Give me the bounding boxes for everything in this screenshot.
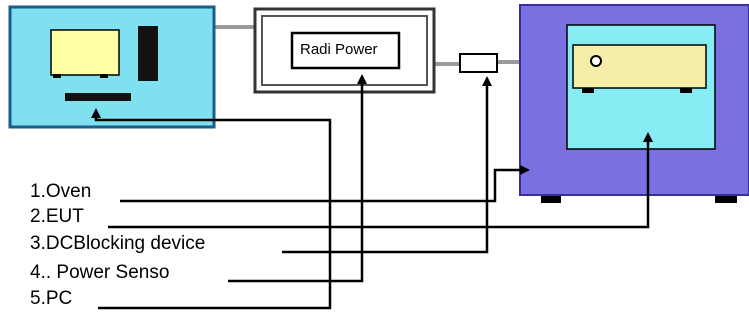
pc	[8, 5, 216, 129]
leader-line-dc-block	[282, 84, 489, 254]
leader-line-eut	[108, 140, 650, 229]
arrowhead-power-sensor	[357, 74, 367, 84]
eut-rf-port	[590, 55, 602, 67]
arrowhead-pc	[91, 108, 101, 118]
legend-item-dc-blocking-device: 3.DCBlocking device	[30, 233, 206, 254]
legend-item-oven: 1.Oven	[30, 181, 92, 202]
leader-line-oven	[120, 168, 522, 203]
arrowhead-eut	[643, 132, 653, 142]
legend-item-pc: 5.PC	[30, 288, 73, 309]
eut-foot-right	[680, 88, 692, 93]
oven	[519, 4, 749, 203]
oven-foot-right	[715, 196, 737, 203]
dc-blocking-device	[459, 53, 498, 73]
monitor-foot-left	[53, 74, 61, 78]
arrowhead-dc-block	[482, 76, 492, 86]
legend-item-eut: 2.EUT	[30, 206, 84, 227]
leader-line-power-sensor	[228, 82, 364, 283]
leader-lines	[94, 82, 650, 310]
pc-monitor	[50, 29, 120, 76]
leader-arrowheads	[91, 74, 653, 175]
power-meter	[253, 7, 436, 94]
arrowhead-oven	[520, 165, 530, 175]
pc-tower	[138, 26, 158, 81]
monitor-foot-right	[100, 74, 108, 78]
eut-foot-left	[582, 88, 594, 93]
oven-foot-left	[541, 196, 561, 203]
power-meter-label: Radi Power	[300, 41, 378, 58]
eut-body	[572, 44, 707, 89]
legend-item-power-sensor: 4.. Power Senso	[30, 262, 170, 283]
leader-line-pc	[94, 116, 332, 310]
power-meter-display	[290, 31, 401, 70]
pc-keyboard	[65, 93, 131, 101]
